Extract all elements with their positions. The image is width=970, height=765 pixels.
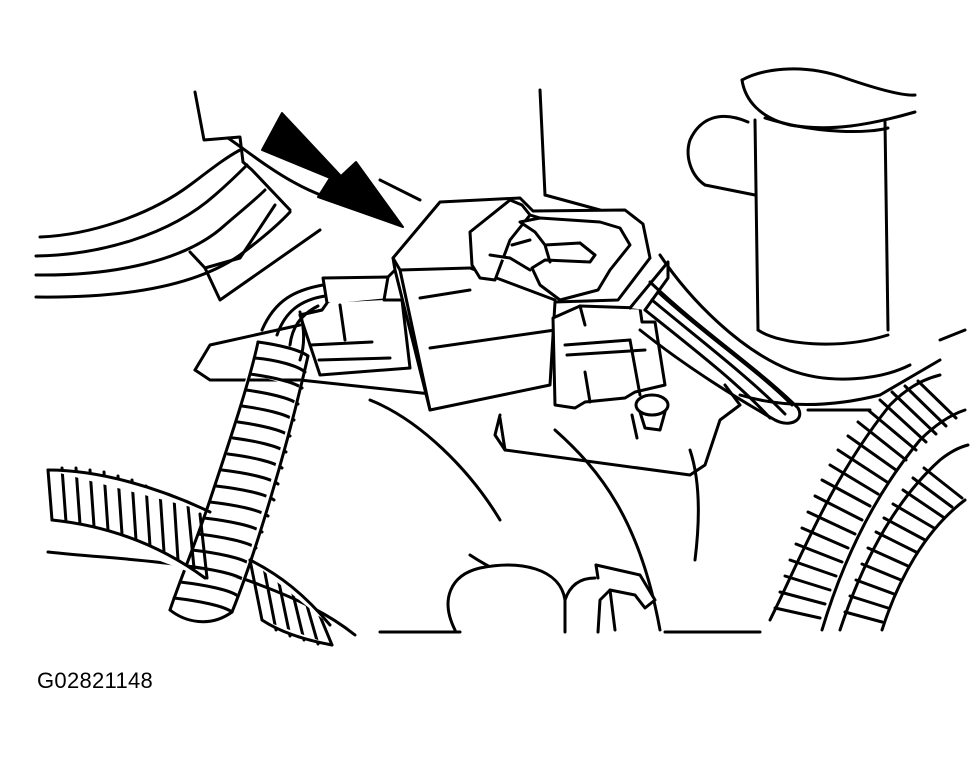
left-connector-wires <box>260 283 327 362</box>
left-connector-half <box>298 268 412 377</box>
upper-left-panel <box>34 90 357 302</box>
lower-clip <box>446 563 657 634</box>
figure-id-label: G02821148 <box>37 668 154 693</box>
conduit-left-horizontal <box>46 466 334 647</box>
mounting-bracket <box>193 323 742 477</box>
right-connector-end <box>551 260 670 410</box>
connector-latch <box>468 198 632 302</box>
connector-wires <box>638 280 802 425</box>
conduit-left-vertical <box>168 340 310 624</box>
steering-column <box>658 67 967 412</box>
main-connector-body <box>391 196 652 412</box>
conduit-right <box>768 373 970 632</box>
black-arrow-icon <box>261 112 404 228</box>
